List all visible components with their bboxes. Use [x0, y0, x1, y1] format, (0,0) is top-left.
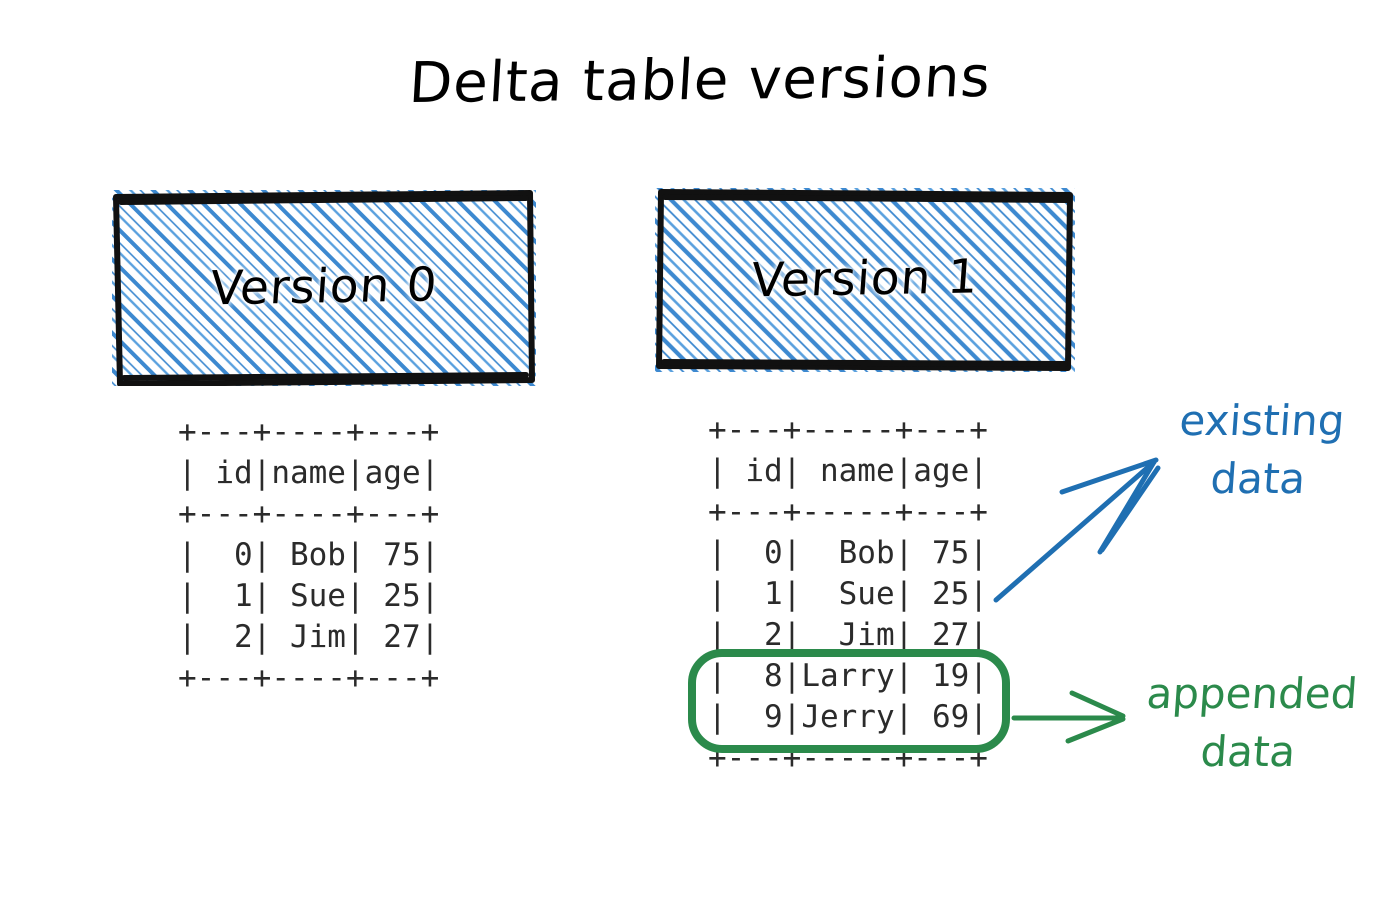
table-v1-line-3: | 0| Bob| 75| — [708, 535, 988, 571]
version-1-box: Version 1 — [655, 188, 1075, 372]
table-v1-line-2: +---+-----+---+ — [708, 494, 988, 530]
table-v1-line-6: | 8|Larry| 19| — [708, 658, 988, 694]
table-v0-line-3: | 0| Bob| 75| — [178, 537, 440, 573]
version-0-box: Version 0 — [112, 190, 536, 387]
table-v1-line-5: | 2| Jim| 27| — [708, 617, 988, 653]
table-v0-line-1: | id|name|age| — [178, 455, 440, 491]
table-v0-line-6: +---+----+---+ — [178, 660, 440, 696]
page-title: Delta table versions — [407, 44, 993, 117]
table-v0-line-5: | 2| Jim| 27| — [178, 619, 440, 655]
table-v1-line-1: | id| name|age| — [708, 453, 988, 489]
table-v0-line-2: +---+----+---+ — [178, 496, 440, 532]
table-v1-line-4: | 1| Sue| 25| — [708, 576, 988, 612]
appended-rows-highlight — [688, 649, 1010, 753]
table-v0-line-4: | 1| Sue| 25| — [178, 578, 440, 614]
existing-data-line1: existing — [1177, 396, 1347, 445]
version-1-label: Version 1 — [749, 249, 981, 309]
version-0-label: Version 0 — [208, 257, 440, 317]
version-0-table: +---+----+---+ | id|name|age| +---+----+… — [178, 412, 439, 699]
existing-data-annotation: existing data — [1131, 392, 1389, 508]
appended-data-line1: appended — [1145, 669, 1360, 718]
existing-data-line2: data — [1208, 454, 1308, 503]
table-v1-line-0: +---+-----+---+ — [708, 412, 988, 448]
appended-data-annotation: appended data — [1106, 665, 1394, 781]
appended-data-line2: data — [1198, 727, 1298, 776]
table-v1-line-7: | 9|Jerry| 69| — [708, 699, 988, 735]
table-v0-line-0: +---+----+---+ — [178, 414, 440, 450]
version-1-table: +---+-----+---+ | id| name|age| +---+---… — [708, 410, 988, 779]
